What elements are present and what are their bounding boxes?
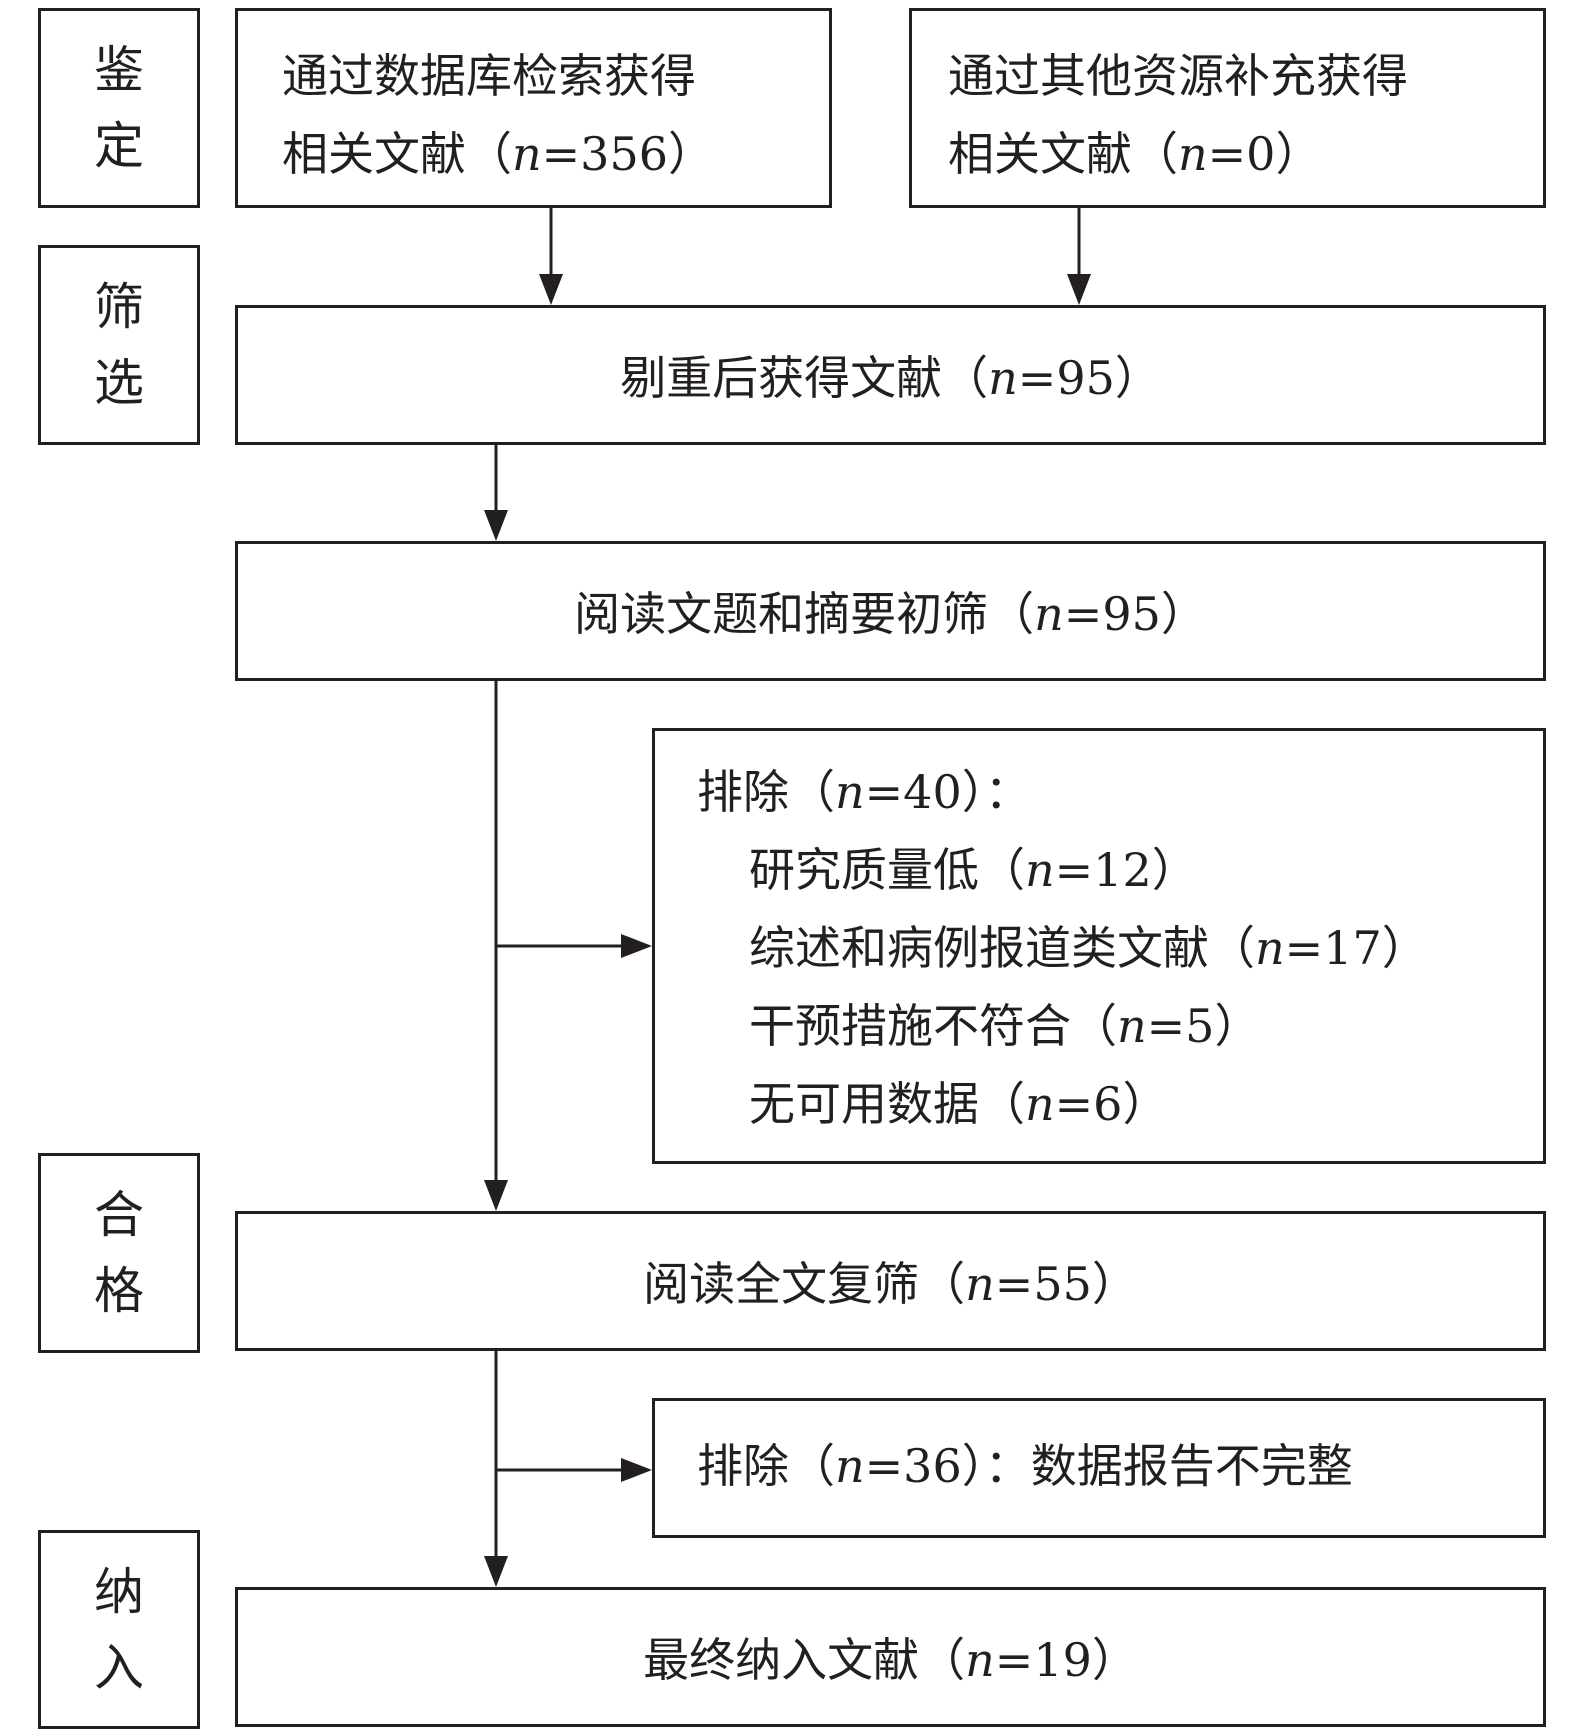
exclusion-box-1: 排除（n=40）： 研究质量低（n=12） 综述和病例报道类文献（n=17） 干… bbox=[652, 728, 1546, 1164]
final-included-n-var: n bbox=[965, 1633, 995, 1687]
exclusion-2-text: 排除（n=36）：数据报告不完整 bbox=[697, 1427, 1543, 1505]
exclusion-1-header-n-value: =40 bbox=[864, 765, 962, 819]
exclusion-1-item-suffix: ） bbox=[1214, 999, 1261, 1053]
exclusion-1-item-label: 研究质量低（ bbox=[749, 843, 1025, 897]
dedup-text: 剔重后获得文献（n=95） bbox=[620, 342, 1161, 408]
exclusion-1-header-suffix: ）： bbox=[961, 765, 1031, 819]
title-abstract-n-value: =95 bbox=[1063, 587, 1161, 641]
stage-eligibility-char-1: 合 bbox=[94, 1186, 144, 1244]
exclusion-1-item-label: 干预措施不符合（ bbox=[749, 999, 1117, 1053]
stage-identification-char-2: 定 bbox=[94, 117, 144, 175]
exclusion-2-suffix: ）：数据报告不完整 bbox=[961, 1439, 1353, 1493]
other-sources-n-value: =0 bbox=[1207, 127, 1276, 181]
dedup-n-var: n bbox=[988, 351, 1018, 405]
stage-eligibility-char-2: 格 bbox=[94, 1262, 144, 1320]
exclusion-1-item: 无可用数据（n=6） bbox=[697, 1065, 1543, 1143]
exclusion-1-item-n-value: =5 bbox=[1146, 999, 1215, 1053]
exclusion-1-item-n-var: n bbox=[1025, 843, 1055, 897]
dedup-suffix: ） bbox=[1114, 351, 1161, 405]
exclusion-2-n-value: =36 bbox=[864, 1439, 962, 1493]
database-records-line-2: 相关文献（n=356） bbox=[282, 115, 829, 193]
stage-screening-char-1: 筛 bbox=[94, 278, 144, 336]
stage-included-char-1: 纳 bbox=[94, 1562, 144, 1621]
other-sources-n-var: n bbox=[1178, 127, 1208, 181]
exclusion-1-header-n-var: n bbox=[835, 765, 865, 819]
database-records-line-1: 通过数据库检索获得 bbox=[282, 49, 696, 103]
other-sources-prefix: 相关文献（ bbox=[948, 127, 1178, 181]
stage-identification-char-1: 鉴 bbox=[94, 41, 144, 99]
exclusion-1-item-n-value: =6 bbox=[1054, 1077, 1123, 1131]
exclusion-1-item-suffix: ） bbox=[1151, 843, 1198, 897]
final-included-suffix: ） bbox=[1091, 1633, 1138, 1687]
exclusion-1-item-label: 无可用数据（ bbox=[749, 1077, 1025, 1131]
exclusion-1-item-n-var: n bbox=[1255, 921, 1285, 975]
exclusion-2-n-var: n bbox=[835, 1439, 865, 1493]
exclusion-1-item-n-var: n bbox=[1117, 999, 1147, 1053]
fulltext-suffix: ） bbox=[1091, 1257, 1138, 1311]
title-abstract-n-var: n bbox=[1034, 587, 1064, 641]
arrowhead-exclusion-2 bbox=[621, 1458, 652, 1482]
exclusion-1-item-n-value: =12 bbox=[1054, 843, 1152, 897]
arrowhead-final bbox=[484, 1556, 508, 1587]
database-records-suffix: ） bbox=[667, 127, 714, 181]
title-abstract-suffix: ） bbox=[1160, 587, 1207, 641]
exclusion-1-item-label: 综述和病例报道类文献（ bbox=[749, 921, 1255, 975]
exclusion-box-2: 排除（n=36）：数据报告不完整 bbox=[652, 1398, 1546, 1538]
fulltext-prefix: 阅读全文复筛（ bbox=[643, 1257, 966, 1311]
fulltext-text: 阅读全文复筛（n=55） bbox=[643, 1248, 1138, 1314]
fulltext-box: 阅读全文复筛（n=55） bbox=[235, 1211, 1546, 1351]
stage-screening-char-2: 选 bbox=[94, 354, 144, 412]
exclusion-1-item-n-var: n bbox=[1025, 1077, 1055, 1131]
database-records-n-value: =356 bbox=[541, 127, 668, 181]
other-sources-line-1: 通过其他资源补充获得 bbox=[948, 49, 1408, 103]
arrowhead-exclusion-1 bbox=[621, 934, 652, 958]
arrowhead-other bbox=[1067, 274, 1091, 305]
exclusion-2-prefix: 排除（ bbox=[697, 1439, 835, 1493]
stage-identification: 鉴 定 bbox=[38, 8, 200, 208]
exclusion-1-item-suffix: ） bbox=[1381, 921, 1428, 975]
database-records-n-var: n bbox=[512, 127, 542, 181]
exclusion-1-header: 排除（n=40）： bbox=[697, 753, 1543, 831]
exclusion-1-item-n-value: =17 bbox=[1284, 921, 1382, 975]
database-records-box: 通过数据库检索获得 相关文献（n=356） bbox=[235, 8, 832, 208]
exclusion-1-item-suffix: ） bbox=[1122, 1077, 1169, 1131]
stage-eligibility: 合 格 bbox=[38, 1153, 200, 1353]
fulltext-n-var: n bbox=[965, 1257, 995, 1311]
stage-screening: 筛 选 bbox=[38, 245, 200, 445]
arrowhead-fulltext bbox=[484, 1180, 508, 1211]
exclusion-1-item: 干预措施不符合（n=5） bbox=[697, 987, 1543, 1065]
final-included-box: 最终纳入文献（n=19） bbox=[235, 1587, 1546, 1727]
exclusion-1-item: 研究质量低（n=12） bbox=[697, 831, 1543, 909]
exclusion-1-item: 综述和病例报道类文献（n=17） bbox=[697, 909, 1543, 987]
final-included-prefix: 最终纳入文献（ bbox=[643, 1633, 966, 1687]
database-records-prefix: 相关文献（ bbox=[282, 127, 512, 181]
other-sources-line-2: 相关文献（n=0） bbox=[948, 115, 1543, 193]
dedup-n-value: =95 bbox=[1017, 351, 1115, 405]
dedup-prefix: 剔重后获得文献（ bbox=[620, 351, 989, 405]
title-abstract-box: 阅读文题和摘要初筛（n=95） bbox=[235, 541, 1546, 681]
final-included-n-value: =19 bbox=[994, 1633, 1092, 1687]
title-abstract-prefix: 阅读文题和摘要初筛（ bbox=[574, 587, 1035, 641]
other-sources-suffix: ） bbox=[1275, 127, 1322, 181]
other-sources-box: 通过其他资源补充获得 相关文献（n=0） bbox=[909, 8, 1546, 208]
arrowhead-dedup bbox=[484, 510, 508, 541]
stage-included-char-2: 入 bbox=[94, 1638, 144, 1697]
final-included-text: 最终纳入文献（n=19） bbox=[643, 1624, 1138, 1690]
stage-included: 纳 入 bbox=[38, 1530, 200, 1729]
arrowhead-database bbox=[539, 274, 563, 305]
fulltext-n-value: =55 bbox=[994, 1257, 1092, 1311]
exclusion-1-header-prefix: 排除（ bbox=[697, 765, 835, 819]
title-abstract-text: 阅读文题和摘要初筛（n=95） bbox=[574, 578, 1207, 644]
dedup-box: 剔重后获得文献（n=95） bbox=[235, 305, 1546, 445]
